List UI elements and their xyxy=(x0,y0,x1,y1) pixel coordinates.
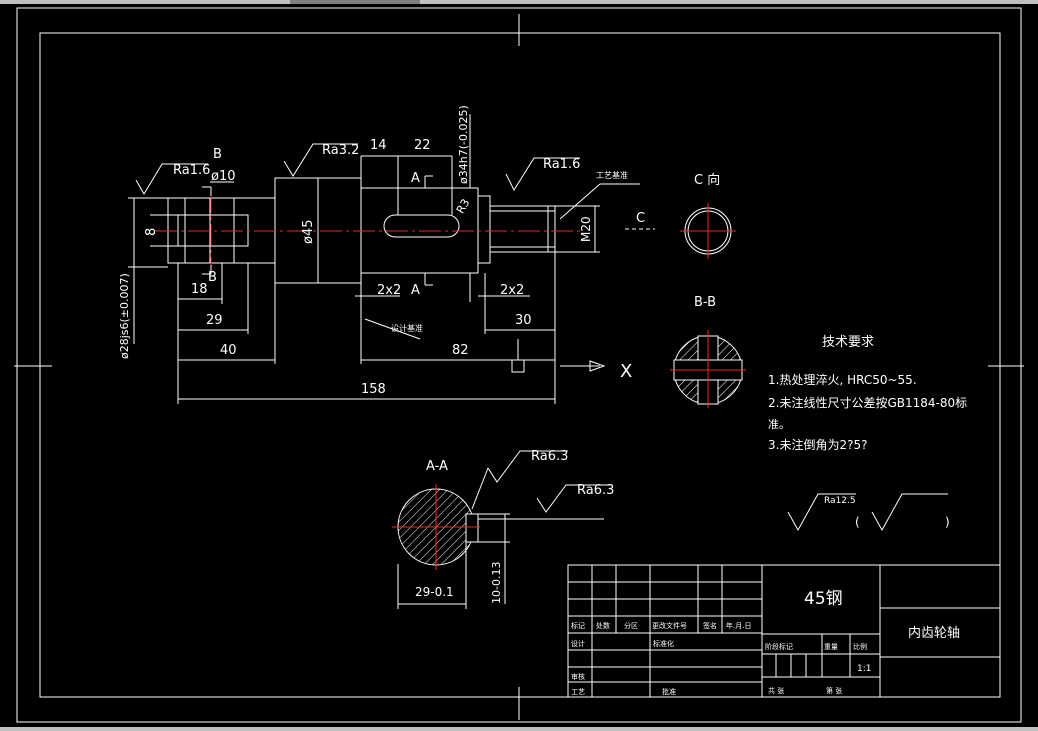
tb-scale-label: 比例 xyxy=(853,642,867,651)
dim-29: 29 xyxy=(206,313,223,328)
tb-row-label-2: 分区 xyxy=(624,621,638,630)
roughness-symbol-right xyxy=(505,157,580,192)
roughness-label-middle: Ra3.2 xyxy=(322,143,359,158)
dim-158: 158 xyxy=(361,382,386,397)
drawing-labels: Ra1.6 Ra3.2 Ra1.6 Ra6.3 Ra6.3 Ra12.5 ( )… xyxy=(118,105,967,604)
note-item-3: 3.未注倒角为2?5? xyxy=(768,437,867,452)
drawing-frames xyxy=(14,7,1024,723)
process-datum-label: 工艺基准 xyxy=(596,170,628,180)
dim-key-depth: 10-0.13 xyxy=(490,562,503,604)
dim-r3: R3 xyxy=(454,197,473,216)
dim-key-width: 29-0.1 xyxy=(415,585,454,599)
view-b-section xyxy=(670,330,746,408)
tb-row-label-0: 标记 xyxy=(571,621,585,630)
tb-weight-label: 重量 xyxy=(824,643,838,651)
roughness-label-aa-top: Ra6.3 xyxy=(531,449,568,464)
tb-approve: 批准 xyxy=(662,687,676,696)
dim-8: 8 xyxy=(144,228,159,236)
dim-30: 30 xyxy=(515,313,532,328)
tb-row-label-4: 签名 xyxy=(703,621,717,630)
title-block-text: 45钢 内齿轮轴 标记 处数 分区 更改文件号 签名 年.月.日 设计 标准化 … xyxy=(571,589,960,696)
roughness-paren-close: ) xyxy=(945,515,950,529)
roughness-label-right: Ra1.6 xyxy=(543,157,580,172)
notes-title: 技术要求 xyxy=(822,335,874,350)
dim-22: 22 xyxy=(414,138,431,153)
tb-scale: 1:1 xyxy=(857,664,871,674)
dim-14: 14 xyxy=(370,138,387,153)
cad-drawing-canvas[interactable]: Ra1.6 Ra3.2 Ra1.6 Ra6.3 Ra6.3 Ra12.5 ( )… xyxy=(0,4,1038,727)
dim-40: 40 xyxy=(220,343,237,358)
dim-d10: ø10 xyxy=(211,169,236,184)
cut-mark-a-bottom: A xyxy=(411,283,420,298)
title-block xyxy=(567,564,1001,698)
dim-d45: ø45 xyxy=(301,220,316,245)
shaft-relief xyxy=(477,195,491,264)
window-top-strip xyxy=(0,0,1038,4)
dimension-lines xyxy=(128,114,655,404)
window-tab-marker xyxy=(290,0,420,4)
design-datum-label: 设计基准 xyxy=(391,323,423,333)
cut-mark-b-bottom: B xyxy=(208,270,217,285)
dim-18: 18 xyxy=(191,282,208,297)
view-b-label: B-B xyxy=(694,295,716,310)
tb-row-label-1: 处数 xyxy=(596,621,610,630)
roughness-symbol-default xyxy=(787,493,856,532)
tb-check: 审核 xyxy=(571,672,585,681)
roughness-symbols xyxy=(135,143,948,532)
cut-mark-c: C xyxy=(636,211,645,226)
dim-chamfer-1: 2x2 xyxy=(377,283,401,298)
view-c xyxy=(680,203,736,259)
tb-stage-label: 阶段标记 xyxy=(765,642,793,651)
dim-d34: ø34h7(-0.025) xyxy=(457,105,470,184)
note-item-2b: 准。 xyxy=(768,418,790,431)
roughness-symbol-left xyxy=(135,163,208,195)
tb-row-label-3: 更改文件号 xyxy=(652,621,687,630)
note-item-2: 2.未注线性尺寸公差按GB1184-80标 xyxy=(768,395,967,410)
roughness-symbol-aa-top xyxy=(487,450,568,483)
dim-m20: M20 xyxy=(579,216,593,242)
shaft-keyway xyxy=(383,214,460,238)
tb-row-label-5: 年.月.日 xyxy=(726,621,751,630)
dim-82: 82 xyxy=(452,343,469,358)
view-a-section xyxy=(392,467,604,609)
view-a-label: A-A xyxy=(426,459,448,474)
roughness-label-left: Ra1.6 xyxy=(173,163,210,178)
center-lines xyxy=(155,191,580,270)
shaft-thread-end xyxy=(489,205,556,253)
tb-material: 45钢 xyxy=(804,589,843,609)
tb-design: 设计 xyxy=(571,639,585,648)
tb-standardize: 标准化 xyxy=(653,639,674,648)
roughness-symbol-aa-right xyxy=(536,484,610,513)
cut-mark-a-top: A xyxy=(411,171,420,186)
window-bottom-strip xyxy=(0,727,1038,731)
roughness-symbol-middle xyxy=(283,143,358,177)
roughness-label-aa-right: Ra6.3 xyxy=(577,483,614,498)
roughness-paren-open: ( xyxy=(855,515,860,529)
tb-part-name: 内齿轮轴 xyxy=(908,625,960,641)
note-item-1: 1.热处理淬火, HRC50~55. xyxy=(768,372,917,387)
dim-d28: ø28js6(±0.007) xyxy=(118,273,131,359)
roughness-label-default: Ra12.5 xyxy=(824,496,856,506)
outer-frame xyxy=(16,7,1022,723)
dim-chamfer-2: 2x2 xyxy=(500,283,524,298)
inner-frame xyxy=(39,32,1001,698)
tb-craft: 工艺 xyxy=(571,688,585,696)
tb-sheet-total: 共 张 xyxy=(768,686,784,695)
tb-sheet-no: 第 张 xyxy=(826,686,842,695)
axis-label-x: X xyxy=(620,361,632,382)
view-c-label: C 向 xyxy=(694,172,720,188)
cut-mark-b-top: B xyxy=(213,147,222,162)
roughness-symbol-plain xyxy=(871,493,948,532)
